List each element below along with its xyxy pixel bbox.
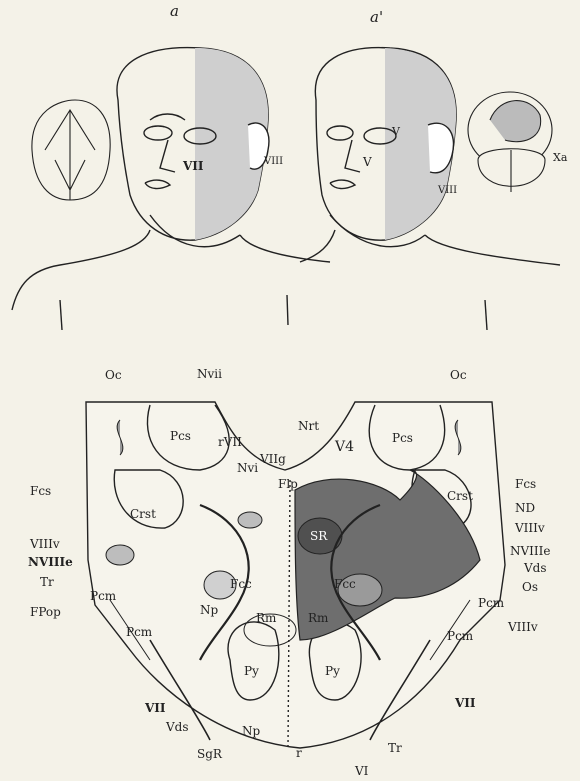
label-vii-right: VII xyxy=(455,697,476,709)
label-viiiv-right: VIIIv xyxy=(515,522,545,534)
label-viig: VIIg xyxy=(260,453,286,465)
label-rm-right: Rm xyxy=(308,612,328,624)
label-tr-right: Tr xyxy=(388,742,402,754)
label-nviiie-right: NVIIIe xyxy=(510,545,551,557)
label-np-lower: Np xyxy=(242,725,260,737)
label-viiiv-left: VIIIv xyxy=(30,538,60,550)
label-fcc-left: Fcc xyxy=(230,578,252,590)
label-crst-left: Crst xyxy=(130,508,156,520)
face-label-vii: VII xyxy=(183,160,204,172)
label-oc-right: Oc xyxy=(450,369,467,381)
label-v4: V4 xyxy=(335,440,354,454)
face-label-viii-right: VIII xyxy=(438,186,457,196)
label-viiiv-right-lower: VIIIv xyxy=(508,621,538,633)
label-pcm-left-lower: Pcm xyxy=(126,626,152,638)
label-pcm-left-upper: Pcm xyxy=(90,590,116,602)
label-vii-left: VII xyxy=(145,702,166,714)
label-py-right: Py xyxy=(325,665,340,677)
figure-label-a-prime: a' xyxy=(370,10,383,25)
label-fcc-right: Fcc xyxy=(334,578,356,590)
label-nvii: Nvii xyxy=(197,368,222,380)
face-a-drawing xyxy=(12,48,330,330)
tongue-label: Xa xyxy=(553,152,567,163)
label-nvi: Nvi xyxy=(237,462,258,474)
label-rvii: rVII xyxy=(218,436,242,448)
face-label-v-eye: V xyxy=(392,126,400,137)
label-fpop-left: FPop xyxy=(30,606,61,618)
label-vds-left: Vds xyxy=(166,721,189,733)
label-os: Os xyxy=(522,581,538,593)
label-vds-right: Vds xyxy=(524,562,547,574)
face-label-v-cheek: V xyxy=(363,156,372,168)
label-sgr: SgR xyxy=(197,748,222,760)
label-rm-left: Rm xyxy=(256,612,276,624)
face-a-prime-drawing xyxy=(300,48,560,330)
label-np-upper: Np xyxy=(200,604,218,616)
tongue-sketch xyxy=(468,92,552,192)
label-pcs-left: Pcs xyxy=(170,430,191,442)
label-pcm-right-lower: Pcm xyxy=(447,630,473,642)
label-nviiie-left: NVIIIe xyxy=(28,556,73,568)
label-fcs-right: Fcs xyxy=(515,478,536,490)
label-py-left: Py xyxy=(244,665,259,677)
figure-label-a: a xyxy=(170,4,179,19)
label-crst-right: Crst xyxy=(447,490,473,502)
label-vi: VI xyxy=(355,765,368,777)
label-nrt: Nrt xyxy=(298,420,319,432)
face-label-viii-left: VIII xyxy=(264,157,283,167)
label-pcm-right-upper: Pcm xyxy=(478,597,504,609)
throat-sketch xyxy=(32,100,110,200)
label-nd: ND xyxy=(515,502,535,514)
label-sr: SR xyxy=(310,530,327,542)
label-oc-left: Oc xyxy=(105,369,122,381)
label-r: r xyxy=(296,747,302,759)
label-pcs-right: Pcs xyxy=(392,432,413,444)
label-tr-left: Tr xyxy=(40,576,54,588)
label-flp: Flp xyxy=(278,478,298,490)
label-fcs-left: Fcs xyxy=(30,485,51,497)
